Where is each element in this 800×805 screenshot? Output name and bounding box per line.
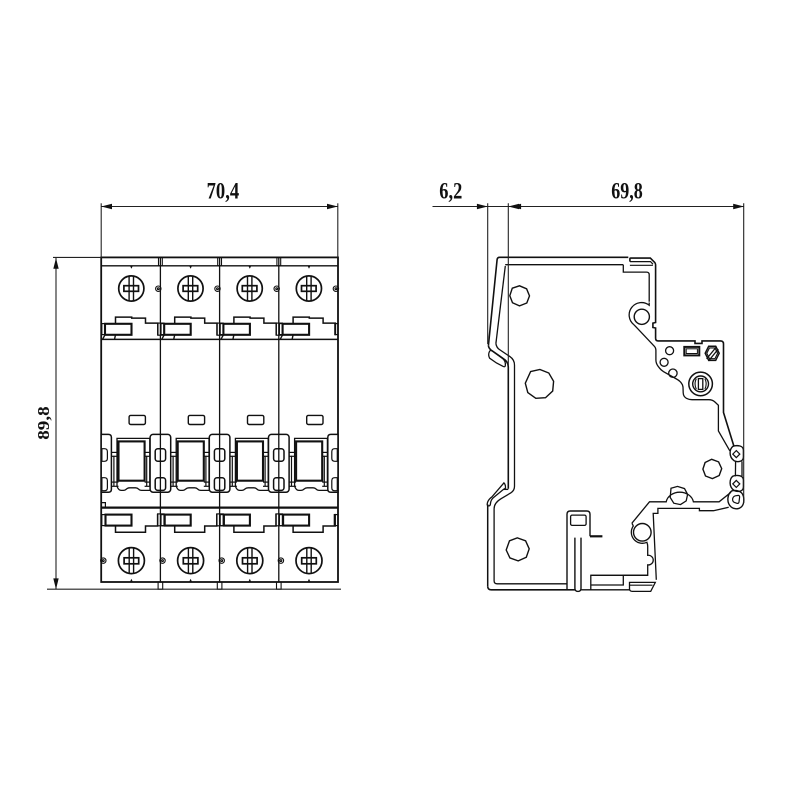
svg-text:6,2: 6,2: [439, 179, 462, 204]
svg-text:89,8: 89,8: [34, 406, 53, 440]
svg-text:69,8: 69,8: [611, 179, 643, 204]
svg-text:70,4: 70,4: [207, 179, 240, 204]
